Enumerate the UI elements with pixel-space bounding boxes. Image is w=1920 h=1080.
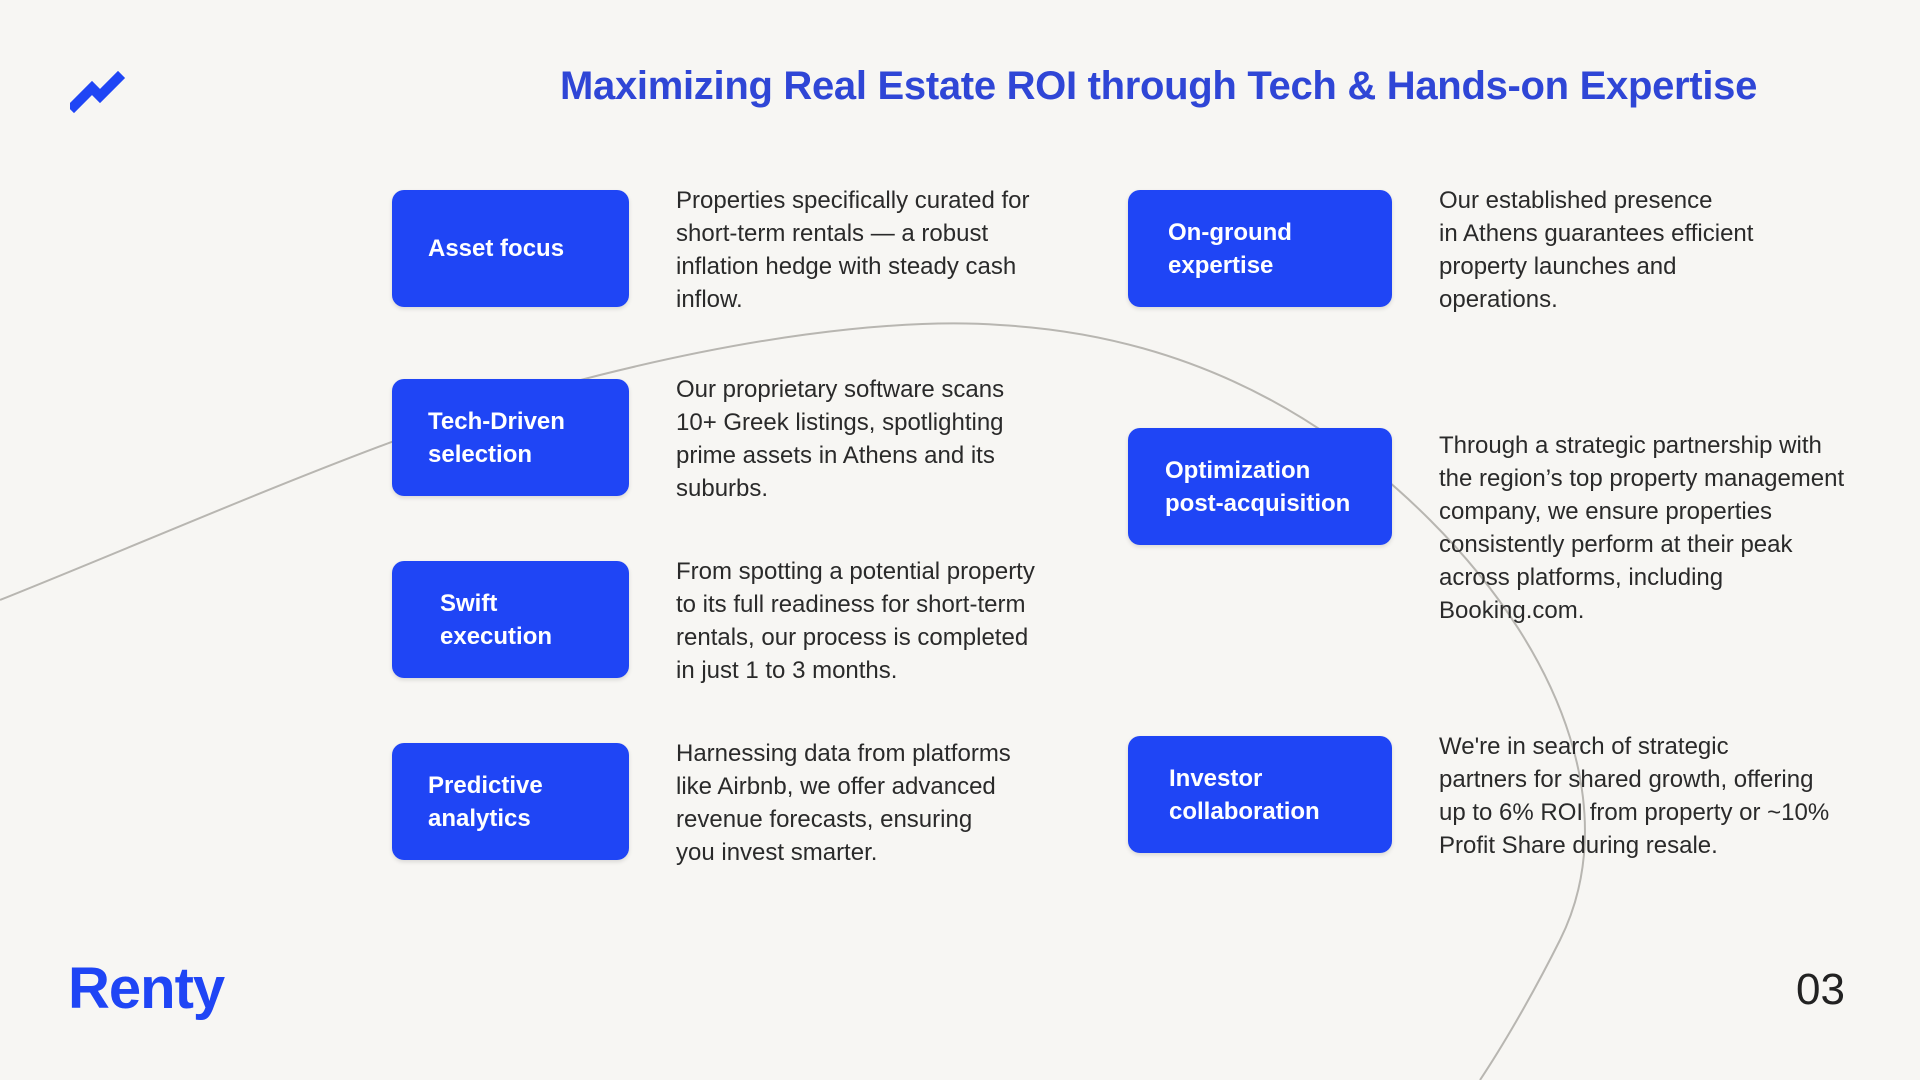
- feature-label: Asset focus: [428, 235, 565, 262]
- feature-description: Through a strategic partnership with the…: [1439, 432, 1845, 624]
- feature-card-tech-driven-selection: Tech-Driven selection: [392, 379, 629, 496]
- feature-label: Optimization post-acquisition: [1165, 456, 1351, 517]
- feature-label: Investor collaboration: [1169, 764, 1320, 825]
- feature-card-optimization-post-acquisition: Optimization post-acquisition: [1128, 428, 1392, 545]
- feature-description: Our proprietary software scans 10+ Greek…: [676, 376, 1005, 502]
- feature-label: Predictive analytics: [428, 771, 543, 832]
- feature-description: Properties specifically curated for shor…: [676, 187, 1030, 313]
- feature-description: Our established presence in Athens guara…: [1439, 187, 1754, 313]
- feature-card-investor-collaboration: Investor collaboration: [1128, 736, 1392, 853]
- slide-title: Maximizing Real Estate ROI through Tech …: [560, 64, 1758, 108]
- feature-description: From spotting a potential property to it…: [676, 558, 1035, 684]
- feature-description: We're in search of strategic partners fo…: [1439, 733, 1830, 859]
- feature-label: Tech-Driven selection: [428, 407, 565, 468]
- feature-card-predictive-analytics: Predictive analytics: [392, 743, 629, 860]
- feature-card-swift-execution: Swift execution: [392, 561, 629, 678]
- trend-up-zigzag-icon: [70, 70, 126, 114]
- feature-label: Swift execution: [440, 589, 553, 650]
- feature-card-on-ground-expertise: On-ground expertise: [1128, 190, 1392, 307]
- feature-label: On-ground expertise: [1168, 218, 1292, 279]
- page-number: 03: [1796, 965, 1845, 1014]
- feature-description: Harnessing data from platforms like Airb…: [676, 740, 1011, 866]
- brand-logo-text: Renty: [68, 956, 225, 1021]
- feature-card-asset-focus: Asset focus: [392, 190, 629, 307]
